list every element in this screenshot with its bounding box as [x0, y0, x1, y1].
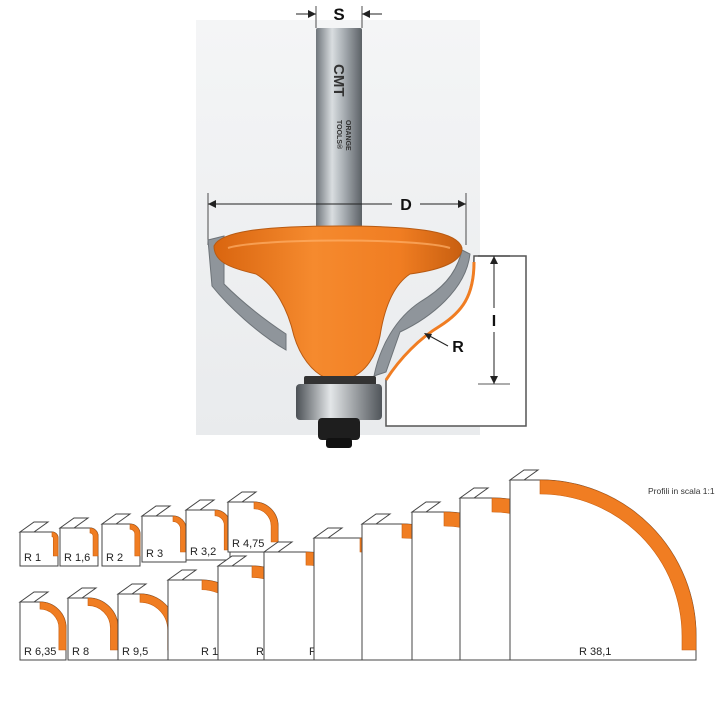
profile-chart: R 1 R 1,6 R 2 R 3 R 3,2 R 4,75 R 6,35 R 8 R 9,5 R…	[18, 469, 697, 661]
profile-label: R 3	[146, 548, 163, 560]
profile-label: R 6,35	[24, 646, 56, 658]
workpiece-profile	[384, 255, 527, 427]
profile-cap	[360, 513, 392, 525]
profile-cap	[66, 587, 98, 599]
profile-5: R 3,2	[184, 499, 231, 561]
label-r: R	[452, 339, 464, 356]
radius-callout: R	[424, 333, 464, 356]
profile-9: R 9,5	[116, 583, 177, 661]
brand-logo: CMT	[330, 64, 347, 97]
cutter-body	[213, 225, 463, 379]
profile-cap	[18, 591, 50, 603]
profile-label: R 9,5	[122, 646, 148, 658]
profile-1: R 1	[18, 521, 59, 567]
profile-radius-edge	[539, 479, 697, 651]
profile-cap	[166, 569, 198, 581]
diameter-dimension: D	[207, 193, 467, 245]
shank: CMT ORANGE TOOLS®	[316, 28, 362, 228]
profile-3: R 2	[100, 513, 141, 567]
shank-dimension: S	[296, 5, 382, 28]
profile-cap	[184, 499, 216, 511]
profile-radius-edge	[172, 515, 187, 553]
height-dimension: I	[478, 255, 510, 385]
shank-text-line1: ORANGE	[344, 120, 351, 151]
label-s: S	[333, 5, 344, 24]
scale-note: Profili in scala 1:1	[648, 486, 715, 496]
profile-radius-edge	[51, 531, 59, 557]
profile-7: R 6,35	[18, 591, 67, 661]
profile-cap	[18, 521, 50, 533]
profile-cap	[410, 501, 442, 513]
profile-cap	[140, 505, 172, 517]
profile-cap	[508, 469, 540, 481]
profile-8: R 8	[66, 587, 119, 661]
profile-label: R 8	[72, 646, 89, 658]
profile-radius-edge	[39, 601, 67, 651]
label-i: I	[492, 313, 496, 330]
profile-label: R 1,6	[64, 552, 90, 564]
profile-label: R 2	[106, 552, 123, 564]
profile-6: R 4,75	[226, 491, 279, 553]
profile-label: R 38,1	[579, 646, 611, 658]
label-d: D	[400, 197, 412, 214]
carbide-blade-left	[207, 235, 287, 351]
carbide-blade-right	[373, 249, 471, 377]
profile-label: R 4,75	[232, 538, 264, 550]
profile-cap	[226, 491, 258, 503]
profile-radius-edge	[129, 523, 141, 557]
guide-bearing	[296, 376, 382, 448]
profile-4: R 3	[140, 505, 187, 563]
profile-cap	[458, 487, 490, 499]
profile-2: R 1,6	[58, 517, 99, 567]
profile-label: R 3,2	[190, 546, 216, 558]
profile-radius-edge	[89, 527, 99, 557]
profile-label: R 1	[24, 552, 41, 564]
profile-17: R 38,1	[508, 469, 697, 661]
profile-cap	[116, 583, 148, 595]
profile-cap	[58, 517, 90, 529]
profile-cap	[312, 527, 344, 539]
profile-cap	[100, 513, 132, 525]
shank-text-line2: TOOLS®	[335, 120, 343, 150]
